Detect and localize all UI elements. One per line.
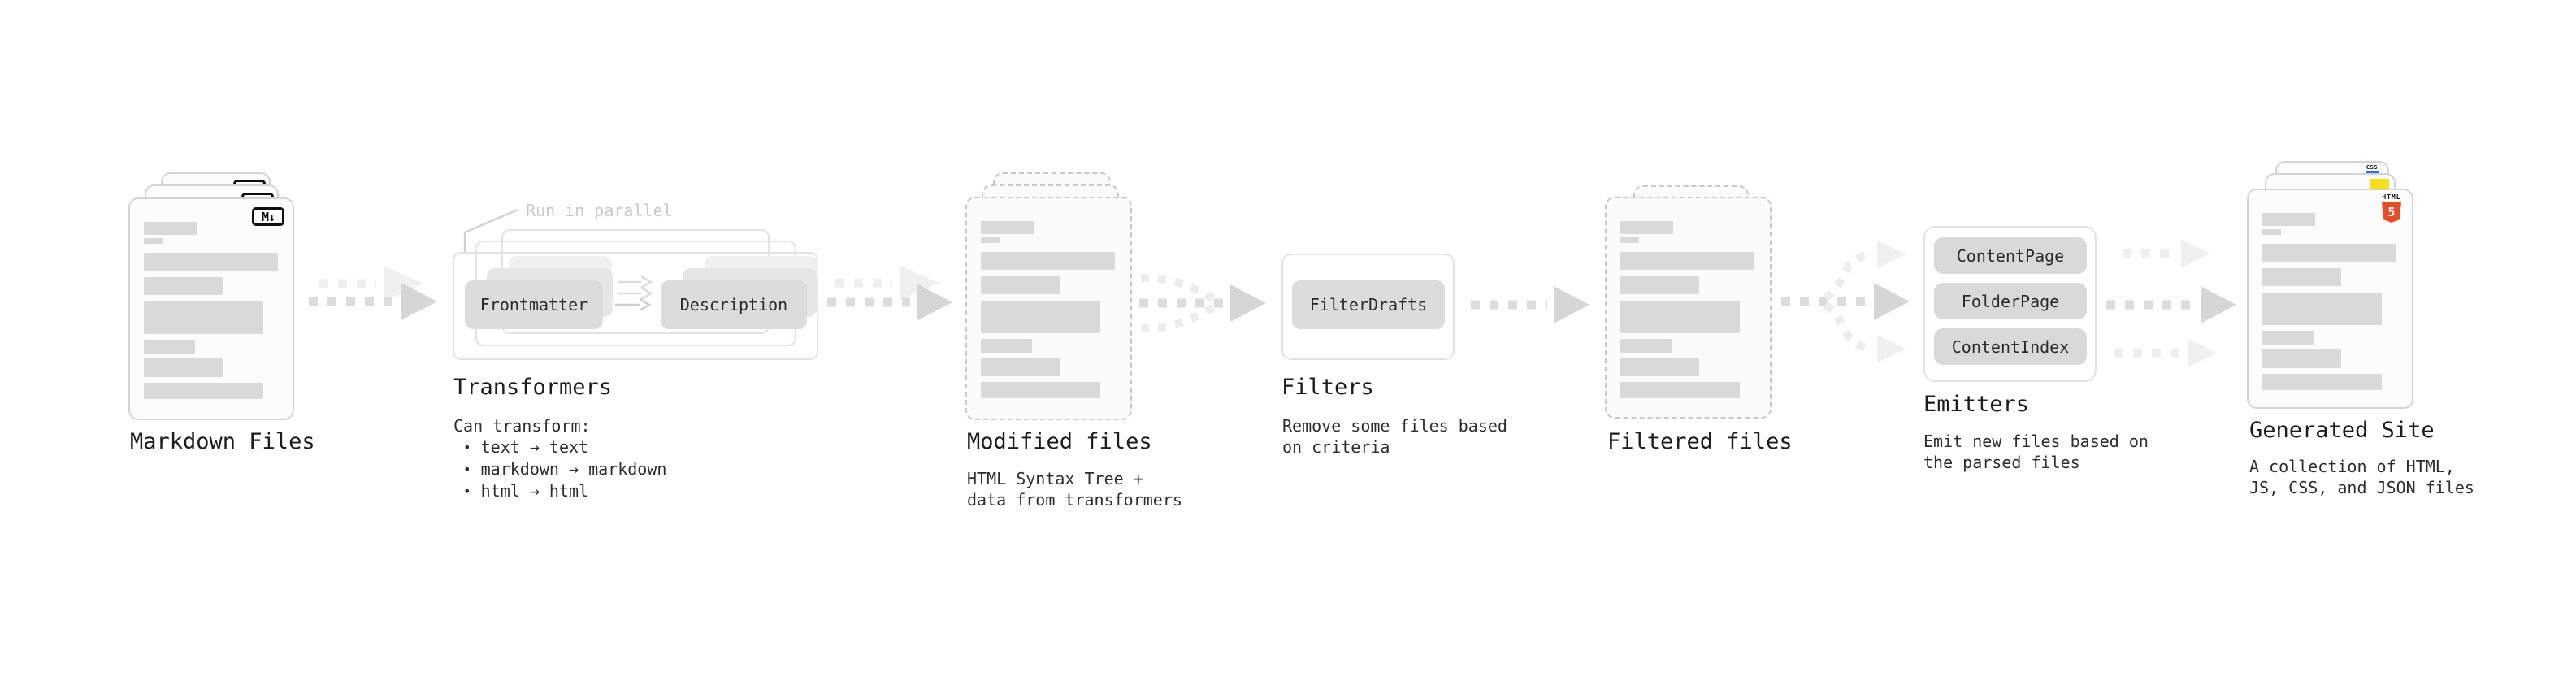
placeholder-bar: [981, 237, 1000, 243]
filters-desc-line2: on criteria: [1282, 437, 1390, 457]
placeholder-bar: [144, 358, 223, 377]
placeholder-bar: [981, 221, 1034, 234]
bullet-text: html → html: [480, 481, 589, 501]
filtered-files-title: Filtered files: [1607, 429, 1793, 454]
arrow-markdown-to-transformers: [309, 266, 437, 320]
placeholder-bar: [1620, 382, 1740, 398]
placeholder-bar: [144, 277, 223, 295]
markdown-files-title: Markdown Files: [130, 429, 315, 454]
placeholder-bar: [2262, 331, 2314, 345]
placeholder-bar: [144, 238, 163, 244]
placeholder-bar: [981, 301, 1100, 333]
document-placeholder-lines: [144, 222, 278, 399]
emitter-contentindex-node: ContentIndex: [1934, 328, 2087, 365]
placeholder-bar: [1620, 221, 1673, 234]
transformer-description-node: Description: [661, 280, 807, 329]
generated-site-desc-line1: A collection of HTML,: [2249, 457, 2455, 476]
transformers-desc-heading: Can transform:: [453, 416, 591, 436]
placeholder-bar: [981, 339, 1032, 353]
transformer-frontmatter-node: Frontmatter: [465, 280, 603, 329]
document-placeholder-lines: [981, 221, 1115, 398]
bullet-text: text → text: [480, 437, 589, 457]
arrow-filtered-to-emitters: [1781, 241, 1910, 362]
placeholder-bar: [144, 222, 197, 235]
modified-files-desc-line2: data from transformers: [967, 490, 1182, 510]
placeholder-bar: [2262, 268, 2341, 286]
css-badge-label: CSS: [2366, 164, 2379, 171]
transform-bullet-row: • html → html: [463, 481, 588, 501]
filters-desc-line1: Remove some files based: [1282, 416, 1507, 436]
modified-files-desc-line1: HTML Syntax Tree +: [967, 469, 1143, 488]
markdown-file-front: M↓: [128, 197, 294, 420]
bullet-text: markdown → markdown: [480, 459, 667, 479]
html5-wordmark: HTML: [2382, 193, 2401, 201]
html5-shield: 5: [2382, 202, 2401, 223]
emitters-group-box: [1923, 226, 2097, 382]
placeholder-bar: [2262, 293, 2382, 325]
filter-drafts-node: FilterDrafts: [1292, 280, 1445, 329]
generated-site-title: Generated Site: [2249, 418, 2435, 443]
transformer-layer-front: [453, 252, 818, 360]
placeholder-bar: [2262, 229, 2281, 235]
placeholder-bar: [1620, 252, 1754, 270]
emitters-desc-line2: the parsed files: [1923, 453, 2080, 472]
generated-file-front-html: HTML 5: [2247, 189, 2413, 409]
transformer-parallel-arrows: [615, 275, 653, 312]
filtered-file-front: [1605, 197, 1772, 419]
placeholder-bar: [144, 340, 195, 354]
transform-bullet-row: • markdown → markdown: [463, 459, 666, 479]
placeholder-bar: [981, 252, 1115, 270]
bullet-marker: •: [463, 483, 471, 499]
emitters-desc-line1: Emit new files based on: [1923, 432, 2149, 451]
bullet-marker: •: [463, 461, 471, 477]
arrow-modified-to-filters: [1139, 274, 1266, 332]
transform-bullet-row: • text → text: [463, 437, 588, 457]
generated-site-desc-line2: JS, CSS, and JSON files: [2249, 478, 2474, 497]
placeholder-bar: [1620, 276, 1699, 294]
placeholder-bar: [2262, 244, 2396, 262]
bullet-marker: •: [463, 439, 471, 455]
html5-number: 5: [2387, 204, 2396, 219]
filters-group-box: [1281, 254, 1455, 360]
document-placeholder-lines: [2262, 213, 2396, 390]
placeholder-bar: [2262, 213, 2315, 226]
placeholder-bar: [981, 276, 1060, 294]
run-in-parallel-note: Run in parallel: [526, 201, 673, 220]
placeholder-bar: [981, 382, 1100, 398]
js-badge: [2370, 179, 2389, 190]
arrow-emitters-to-generated: [2106, 239, 2236, 367]
markdown-icon: M↓: [252, 207, 284, 226]
placeholder-bar: [144, 253, 278, 271]
placeholder-bar: [1620, 301, 1740, 333]
emitter-contentpage-node: ContentPage: [1934, 237, 2087, 274]
placeholder-bar: [2262, 349, 2341, 368]
document-placeholder-lines: [1620, 221, 1754, 398]
placeholder-bar: [1620, 237, 1639, 243]
arrow-transformers-to-modified: [827, 266, 952, 321]
placeholder-bar: [144, 301, 263, 334]
emitter-folderpage-node: FolderPage: [1934, 283, 2087, 319]
placeholder-bar: [144, 383, 263, 399]
modified-file-front: [965, 197, 1132, 420]
html5-icon: HTML 5: [2380, 193, 2403, 223]
arrow-filters-to-filtered: [1471, 286, 1589, 323]
modified-files-title: Modified files: [967, 429, 1152, 454]
emitters-title: Emitters: [1923, 392, 2030, 417]
placeholder-bar: [981, 358, 1060, 376]
filters-title: Filters: [1281, 375, 1374, 400]
placeholder-bar: [2262, 374, 2382, 390]
placeholder-bar: [1620, 358, 1699, 376]
transformers-title: Transformers: [453, 375, 613, 400]
placeholder-bar: [1620, 339, 1672, 353]
run-in-parallel-connector: [463, 208, 518, 253]
